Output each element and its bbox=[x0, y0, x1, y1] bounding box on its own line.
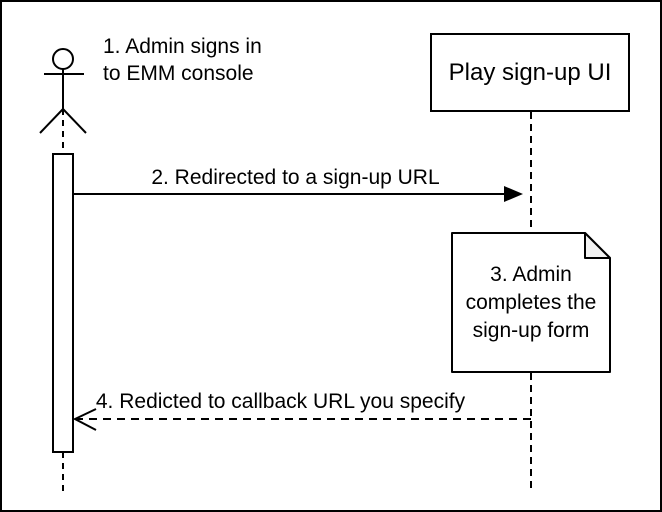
message-callback-arrowhead bbox=[72, 408, 97, 431]
note-label-line1: 3. Admin bbox=[490, 262, 572, 286]
actor-step-label: 1. Admin signs in to EMM console bbox=[103, 33, 262, 87]
actor-leg-left bbox=[39, 108, 64, 134]
participant-box: Play sign-up UI bbox=[430, 33, 630, 112]
participant-box-label: Play sign-up UI bbox=[448, 58, 612, 86]
note-shape bbox=[451, 232, 611, 373]
actor-step-label-line1: 1. Admin signs in bbox=[103, 35, 262, 58]
actor-leg-right bbox=[62, 108, 87, 134]
message-redirect-label: 2. Redirected to a sign-up URL bbox=[151, 166, 440, 189]
note-fold-corner bbox=[584, 232, 611, 259]
note-label: 3. Admin completes the sign-up form bbox=[453, 232, 609, 373]
actor-icon bbox=[39, 48, 87, 134]
note-label-line2: completes the bbox=[465, 290, 597, 314]
message-redirect-arrowhead bbox=[504, 186, 523, 202]
message-callback-label: 4. Redicted to callback URL you specify bbox=[95, 390, 466, 413]
actor-step-label-line2: to EMM console bbox=[103, 62, 254, 85]
activation-bar bbox=[52, 153, 74, 453]
actor-head bbox=[52, 48, 74, 70]
note-label-line3: sign-up form bbox=[472, 318, 590, 342]
